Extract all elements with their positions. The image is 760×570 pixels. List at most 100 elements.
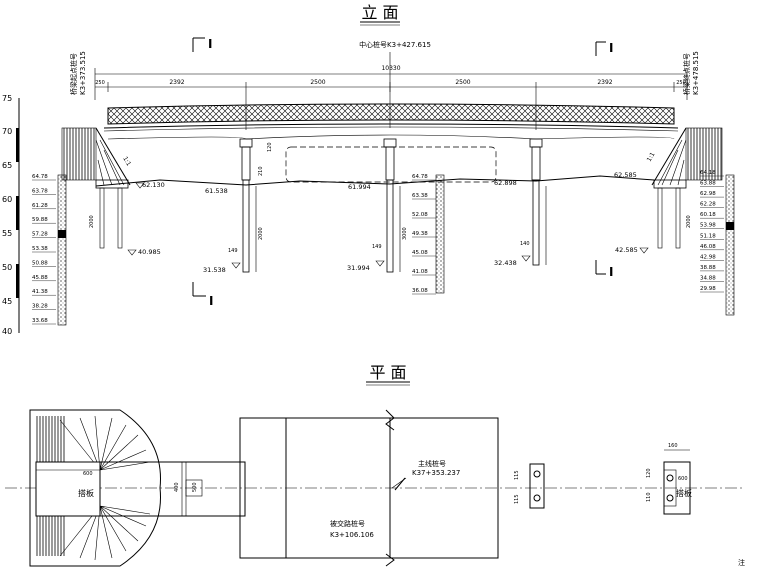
borehole-elevation: 60.18 — [700, 212, 716, 218]
elevation-scale: 75 70 65 60 55 50 45 40 — [2, 94, 20, 336]
borehole-elevation: 45.08 — [412, 250, 428, 256]
left-abutment-tip-marker — [127, 249, 137, 256]
plan-left-roadway — [99, 461, 246, 517]
svg-text:250: 250 — [676, 80, 686, 86]
pier-1-tip-elev: 31.538 — [203, 266, 226, 274]
plan-left-approach-slab — [35, 461, 101, 517]
svg-text:2392: 2392 — [169, 79, 184, 86]
svg-text:2500: 2500 — [310, 79, 325, 86]
svg-text:1:1: 1:1 — [646, 151, 657, 163]
pier-1 — [239, 138, 257, 273]
svg-text:K3+373.515: K3+373.515 — [79, 51, 87, 95]
svg-text:70: 70 — [2, 127, 12, 136]
svg-text:I: I — [209, 294, 213, 308]
borehole-elevation: 63.78 — [32, 188, 48, 194]
borehole-elevation: 53.98 — [700, 223, 716, 229]
borehole-elevation: 41.38 — [32, 289, 48, 295]
pier-3-tip-elev: 32.438 — [494, 259, 517, 267]
svg-text:10330: 10330 — [381, 65, 400, 72]
plan-cross-station-value: K3+106.106 — [330, 531, 374, 539]
borehole-elevation: 63.88 — [700, 181, 716, 187]
pier-1-ground-elev: 61.538 — [205, 187, 228, 195]
svg-text:45: 45 — [2, 297, 12, 306]
bridge-deck — [103, 103, 679, 140]
svg-text:50: 50 — [2, 263, 12, 272]
borehole-elevation: 64.18 — [700, 170, 716, 176]
svg-text:55: 55 — [2, 229, 12, 238]
pier-1-tip-marker — [231, 262, 241, 269]
plan-pier — [529, 463, 545, 509]
right-abutment-pile-dim: 2000 — [686, 215, 692, 228]
left-abutment: 1:1 — [61, 127, 132, 249]
elevation-title: 立 面 — [361, 3, 398, 22]
right-abutment-ground-elev: 62.585 — [614, 171, 637, 179]
plan-left-slab-width: 600 — [83, 471, 93, 477]
section-mark-top-right: I — [595, 41, 613, 56]
plan-right-dim-a: 160 — [668, 443, 678, 449]
borehole-elevation: 63.38 — [412, 193, 428, 199]
pier-2-dim-a: 149 — [372, 244, 382, 250]
plan-width-a: 400 — [174, 482, 180, 492]
left-abutment-tip-elev: 40.985 — [138, 248, 161, 256]
ground-line — [95, 175, 655, 187]
borehole-elevation: 64.78 — [412, 174, 428, 180]
plan-right-dim-c: 110 — [646, 492, 652, 502]
svg-text:2392: 2392 — [597, 79, 612, 86]
plan-title: 平 面 — [369, 363, 406, 382]
svg-text:K3+478.515: K3+478.515 — [692, 51, 700, 95]
borehole-elevation: 61.28 — [32, 203, 48, 209]
left-abutment-ground-elev: 62.130 — [142, 181, 165, 189]
pier-2-tip-elev: 31.994 — [347, 264, 370, 272]
plan-right-abutment — [663, 449, 691, 515]
borehole-elevation: 62.98 — [700, 191, 716, 197]
svg-text:I: I — [609, 41, 613, 55]
note-label: 注 — [738, 558, 745, 567]
borehole-elevation: 34.88 — [700, 275, 716, 281]
left-abutment-station: 桥梁起点桩号 K3+373.515 — [69, 51, 87, 95]
svg-text:60: 60 — [2, 195, 12, 204]
svg-text:1:1: 1:1 — [121, 156, 132, 168]
borehole-elevation: 38.88 — [700, 265, 716, 271]
svg-text:桥梁起点桩号: 桥梁起点桩号 — [69, 53, 78, 95]
pier-2-tip-marker — [375, 260, 385, 267]
svg-text:65: 65 — [2, 161, 12, 170]
borehole-elevation: 45.88 — [32, 275, 48, 281]
plan-pier-dim-a: 115 — [514, 470, 520, 480]
borehole-elevation: 33.68 — [32, 318, 48, 324]
borehole-elevation: 49.38 — [412, 231, 428, 237]
total-length-dimension: 10330 — [94, 65, 688, 100]
plan-main-station-value: K37+353.237 — [412, 469, 460, 477]
pier-3-ground-elev: 62.898 — [494, 179, 517, 187]
borehole-elevation: 59.88 — [32, 217, 48, 223]
section-mark-bottom-right: I — [595, 260, 613, 279]
borehole-elevation: 46.08 — [700, 244, 716, 250]
pier-1-dim-b: 2000 — [258, 227, 264, 240]
borehole-left: 64.7863.7861.2859.8857.2853.3850.8845.88… — [32, 174, 67, 326]
borehole-elevation: 50.88 — [32, 260, 48, 266]
plan-left-slab-label: 搭板 — [78, 488, 94, 498]
borehole-elevation: 52.08 — [412, 212, 428, 218]
plan-main-deck — [239, 409, 499, 567]
pier-2 — [383, 138, 401, 273]
borehole-elevation: 38.28 — [32, 304, 48, 310]
section-mark-top-left: I — [192, 37, 212, 52]
borehole-elevation: 29.98 — [700, 286, 716, 292]
plan-main-station-label: 主线桩号 — [418, 459, 446, 468]
plan-pier-dim-b: 115 — [514, 494, 520, 504]
svg-text:2500: 2500 — [455, 79, 470, 86]
pier-1-dim-a: 149 — [228, 248, 238, 254]
pier-1-height: 210 — [258, 166, 264, 176]
pier-2-ground-elev: 61.994 — [348, 183, 371, 191]
svg-text:I: I — [208, 37, 212, 51]
section-mark-bottom-left: I — [192, 282, 213, 308]
borehole-elevation: 36.08 — [412, 288, 428, 294]
svg-text:250: 250 — [95, 80, 105, 86]
pier-3-dim-a: 140 — [520, 241, 530, 247]
plan-right-slab-label: 搭板 — [676, 488, 692, 498]
pier-1-cap: 120 — [267, 142, 273, 152]
pier-2-dim-b: 3000 — [402, 227, 408, 240]
right-abutment-station: 桥梁终点桩号 K3+478.515 — [682, 51, 700, 95]
plan-right-slab-width: 600 — [678, 476, 688, 482]
center-station-label: 中心桩号K3+427.615 — [359, 40, 431, 49]
